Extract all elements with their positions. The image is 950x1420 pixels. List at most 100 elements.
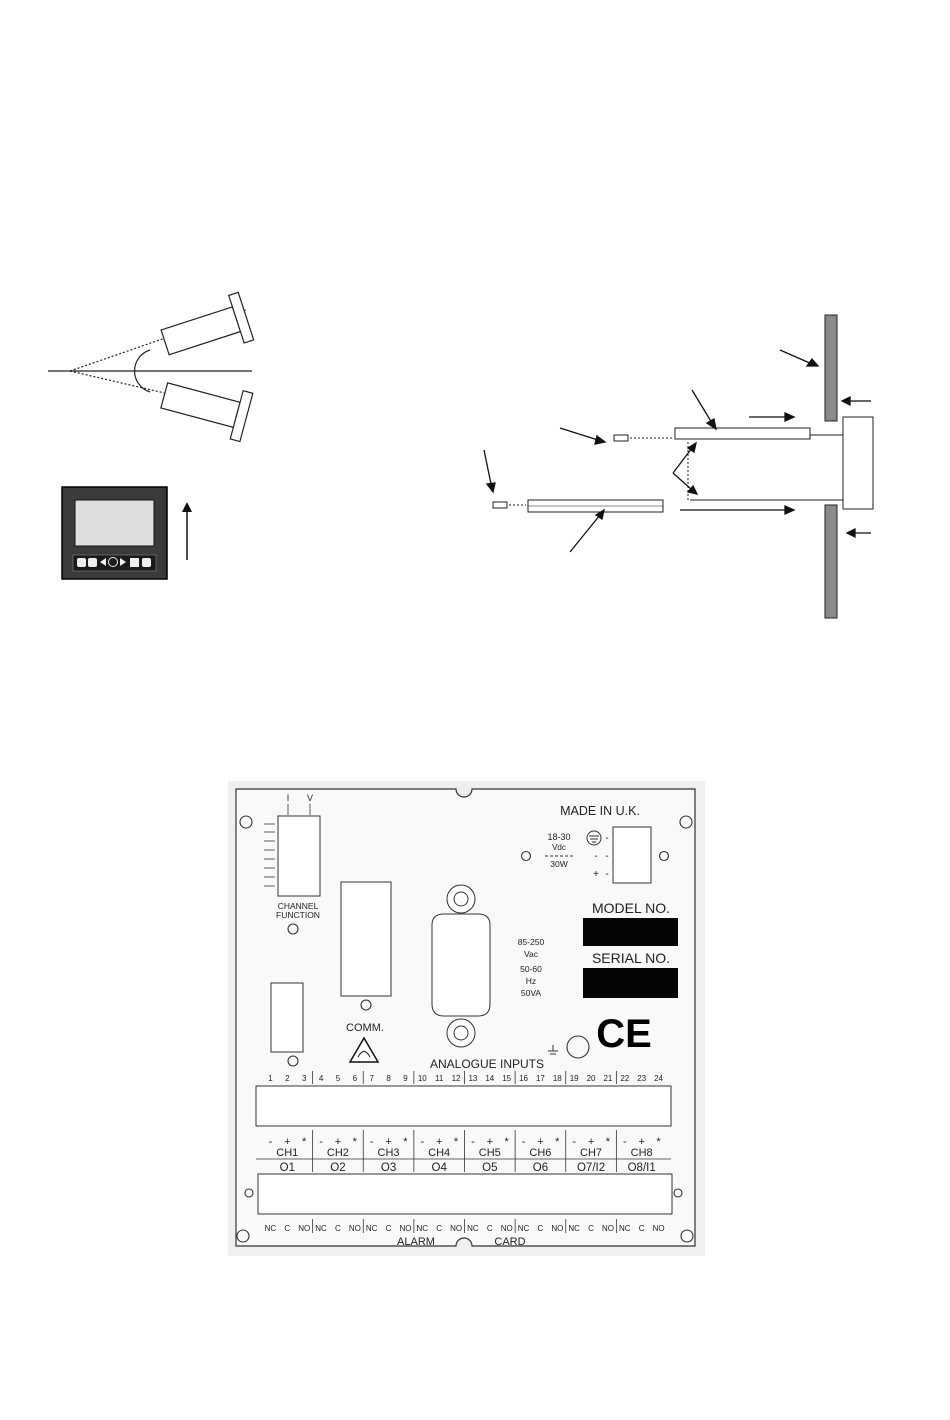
relay-contact-label: C <box>436 1224 442 1233</box>
mount-hole-top-right <box>679 815 693 829</box>
up-down-key-icon <box>108 557 118 567</box>
esd-warning-icon <box>348 1036 380 1063</box>
terminal-number-6: 6 <box>353 1074 358 1083</box>
serial-no-plate <box>583 968 678 998</box>
terminal-number-21: 21 <box>603 1074 612 1083</box>
terminal-hole-right <box>673 1188 683 1198</box>
mount-hole-bottom-left <box>236 1229 250 1243</box>
comm-hole <box>360 999 372 1011</box>
mount-hole-top-left <box>239 815 253 829</box>
terminal-hole-left <box>244 1188 254 1198</box>
terminal-number-11: 11 <box>435 1074 444 1083</box>
channel-dividers <box>312 1071 617 1233</box>
terminal-number-15: 15 <box>502 1074 511 1083</box>
dc-supply-line-2: Vdc <box>552 843 566 852</box>
channel-label-ch7: CH7 <box>580 1147 602 1159</box>
relay-contact-label: NC <box>518 1224 530 1233</box>
terminal-number-22: 22 <box>620 1074 629 1083</box>
lower-screw-icon <box>492 501 508 509</box>
channel-sign: * <box>353 1136 358 1148</box>
model-no-label: MODEL NO. <box>592 900 670 916</box>
output-label: O2 <box>330 1162 345 1174</box>
channel-sign: - <box>522 1136 526 1148</box>
slide-upper-arrowhead <box>784 411 796 423</box>
relay-contact-label: NO <box>551 1224 563 1233</box>
dc-supply-line-3: 30W <box>550 859 567 869</box>
screw-pointer-arrowhead <box>594 434 607 445</box>
ac-supply-line-2: Vac <box>524 949 539 959</box>
relay-contact-label: NC <box>315 1224 327 1233</box>
output-label: O1 <box>280 1162 295 1174</box>
channel-sign: * <box>302 1136 307 1148</box>
channel-sign: * <box>403 1136 408 1148</box>
lower-clamp-pointer-arrowhead <box>594 508 605 521</box>
dc-plus-sign: + <box>593 869 599 880</box>
viewing-angle-diagram <box>48 291 255 443</box>
channel-sign: - <box>370 1136 374 1148</box>
channel-sign: + <box>537 1136 543 1148</box>
channel-sign: * <box>656 1136 661 1148</box>
d-connector-screw-top <box>446 884 476 914</box>
label-i: I <box>287 793 290 803</box>
channel-switch-hole <box>287 923 299 935</box>
label-v: V <box>307 793 313 803</box>
ac-supply-line-4: Hz <box>526 976 536 986</box>
relay-contact-label: C <box>284 1224 290 1233</box>
channel-label-ch4: CH4 <box>428 1147 450 1159</box>
channel-sign: * <box>454 1136 459 1148</box>
channel-sign: + <box>638 1136 644 1148</box>
key-button-2 <box>88 558 97 567</box>
channel-signs: -+*-+*-+*-+*-+*-+*-+*-+* <box>269 1136 662 1148</box>
terminal-number-17: 17 <box>536 1074 545 1083</box>
output-label: O7/I2 <box>577 1162 605 1174</box>
output-label: O3 <box>381 1162 396 1174</box>
latch-pointer-up-arrowhead <box>686 441 697 454</box>
channel-sign: - <box>471 1136 475 1148</box>
terminal-number-1: 1 <box>268 1074 273 1083</box>
panel-lower-wall <box>824 504 838 619</box>
channel-label-ch6: CH6 <box>529 1147 551 1159</box>
d-connector-screw-top-inner <box>453 891 469 907</box>
d-connector-screw-bottom <box>446 1018 476 1048</box>
channel-sign: + <box>385 1136 391 1148</box>
channel-sign: + <box>588 1136 594 1148</box>
channel-sign: - <box>420 1136 424 1148</box>
mount-hole-bottom-right <box>680 1229 694 1243</box>
latch-pointer-down-line <box>672 472 693 491</box>
relay-contact-label: C <box>588 1224 594 1233</box>
channel-label-ch8: CH8 <box>631 1147 653 1159</box>
esd-hand-icon <box>357 1051 371 1058</box>
slide-lower-arrowhead <box>784 504 796 516</box>
relay-contact-label: NC <box>568 1224 580 1233</box>
relay-contact-label: NO <box>349 1224 361 1233</box>
push-upper-arrowhead <box>840 395 851 407</box>
output-label: O6 <box>533 1162 548 1174</box>
relay-contact-label: C <box>335 1224 341 1233</box>
output-label: O5 <box>482 1162 497 1174</box>
ac-supply-line-3: 50-60 <box>520 964 542 974</box>
upper-screw-icon <box>613 434 629 442</box>
dc-sign-2: - <box>605 833 608 844</box>
upper-display-body <box>160 291 255 356</box>
serial-no-label: SERIAL NO. <box>592 950 670 966</box>
alarm-label: ALARM <box>397 1236 435 1248</box>
relay-contact-label: NO <box>399 1224 411 1233</box>
terminal-number-16: 16 <box>519 1074 528 1083</box>
latch-pointer-down-arrowhead <box>686 484 699 495</box>
terminal-number-23: 23 <box>637 1074 646 1083</box>
relay-contact-label: NO <box>501 1224 513 1233</box>
channel-label-ch2: CH2 <box>327 1147 349 1159</box>
upper-clamp <box>674 427 811 440</box>
channel-function-switch <box>277 815 321 897</box>
instrument-bezel-side <box>842 416 874 510</box>
relay-contact-label: C <box>487 1224 493 1233</box>
latch-pointer-up-line <box>672 447 693 474</box>
terminal-number-2: 2 <box>285 1074 290 1083</box>
upper-view-ray <box>69 309 247 372</box>
terminal-number-24: 24 <box>654 1074 663 1083</box>
terminal-number-13: 13 <box>468 1074 477 1083</box>
